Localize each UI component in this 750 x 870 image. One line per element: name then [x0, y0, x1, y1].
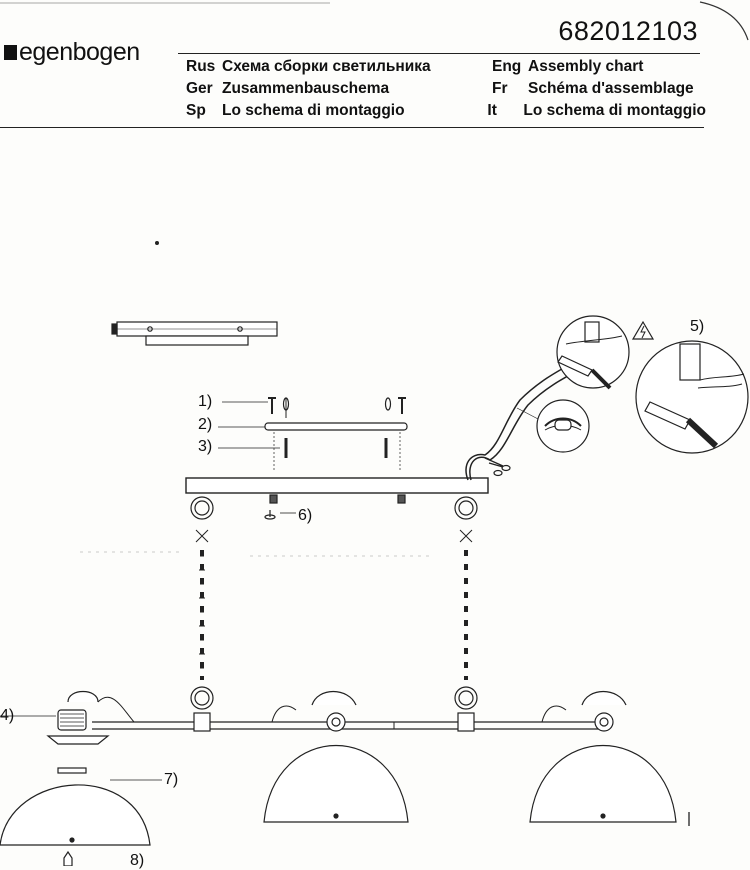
wiring-detail-large	[635, 340, 749, 454]
lamp-shade-right	[529, 745, 677, 823]
title-text: Assembly chart	[528, 58, 644, 75]
lamp-holder-left	[46, 690, 135, 745]
header-rule-bottom	[0, 127, 704, 128]
lang-code: It	[487, 102, 497, 119]
title-text: Схема сборки светильника	[222, 58, 431, 75]
brand-name: egenbogen	[19, 38, 140, 66]
callout-3: 3)	[198, 438, 213, 455]
callout-5: 5)	[690, 318, 705, 335]
lamp-shade-center	[263, 745, 409, 823]
lamp-holder-center	[271, 691, 357, 732]
lang-code: Sp	[186, 102, 206, 119]
header-rule-top	[178, 53, 700, 54]
speck-dot	[155, 241, 160, 246]
wiring-detail-small	[556, 315, 630, 390]
suspension-chain-left	[190, 496, 214, 710]
mounting-hardware	[218, 397, 408, 470]
callout-4: 4)	[0, 707, 15, 724]
title-text: Schéma d'assemblage	[528, 80, 694, 97]
lang-code: Ger	[186, 80, 213, 97]
callout-1: 1)	[198, 393, 213, 410]
title-text: Lo schema di montaggio	[222, 102, 405, 119]
lamp-shade-left	[0, 767, 162, 846]
callout-2: 2)	[198, 416, 213, 433]
title-text: Lo schema di montaggio	[523, 102, 706, 119]
logo-mark-icon	[4, 45, 17, 60]
callout-6: 6)	[298, 507, 313, 524]
callout-7: 7)	[164, 771, 179, 788]
suspension-chain-right	[454, 496, 478, 710]
supply-wires	[465, 359, 587, 481]
ceiling-canopy-bar	[185, 477, 489, 520]
lamp-bar	[92, 712, 600, 732]
brand-logo: egenbogen	[4, 38, 140, 67]
callout-8: 8)	[130, 852, 145, 869]
product-code: 682012103	[558, 16, 698, 46]
bulb-icon	[63, 850, 73, 866]
wire-connector-detail	[536, 399, 590, 453]
lang-code: Fr	[492, 80, 508, 97]
mounting-bracket-top-view	[111, 321, 278, 346]
lang-code: Eng	[492, 58, 522, 75]
title-block: Rus Схема сборки светильника Eng Assembly …	[186, 56, 706, 122]
electric-warning-icon	[631, 320, 655, 340]
lamp-holder-right	[541, 691, 627, 732]
lang-code: Rus	[186, 58, 216, 75]
title-text: Zusammenbauschema	[222, 80, 390, 97]
